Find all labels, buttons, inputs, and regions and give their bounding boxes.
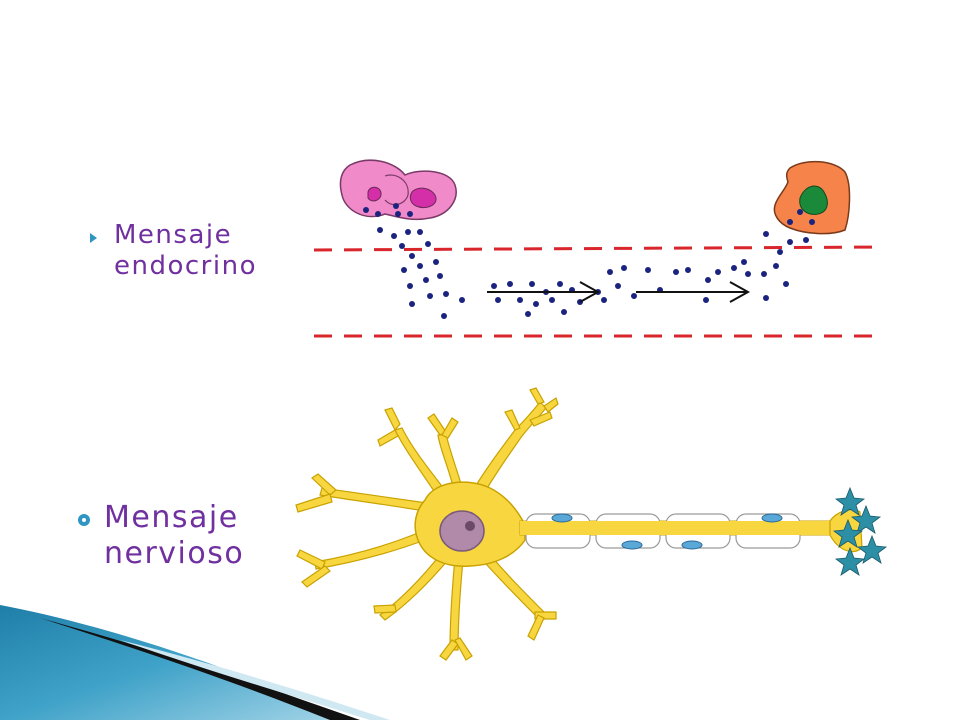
neuron-cell-body	[414, 481, 526, 567]
neuron-dendrites	[295, 387, 559, 661]
bullet-nervous-line1: Mensaje	[104, 500, 239, 535]
blood-vessel-top-wall	[313, 245, 885, 252]
triangle-bullet-icon	[90, 233, 97, 243]
bullet-endocrine: Mensaje endocrino	[90, 220, 257, 282]
hormone-dots	[363, 203, 815, 319]
terminal-stars	[832, 486, 888, 576]
schwann-nuclei	[551, 513, 783, 550]
bullet-endocrine-line1: Mensaje	[114, 220, 233, 250]
circle-bullet-icon	[78, 514, 90, 526]
target-cell	[773, 160, 851, 235]
nucleolus	[465, 521, 475, 531]
flow-arrow	[636, 281, 751, 303]
bullet-endocrine-line2: endocrino	[114, 251, 257, 282]
neuron-nucleus	[439, 510, 485, 552]
bullet-nervous: Mensaje nervioso	[78, 500, 244, 572]
myelin-sheaths	[520, 513, 836, 549]
flow-arrow	[487, 281, 601, 303]
secreting-cell	[339, 159, 457, 221]
bullet-nervous-line2: nervioso	[104, 536, 245, 571]
